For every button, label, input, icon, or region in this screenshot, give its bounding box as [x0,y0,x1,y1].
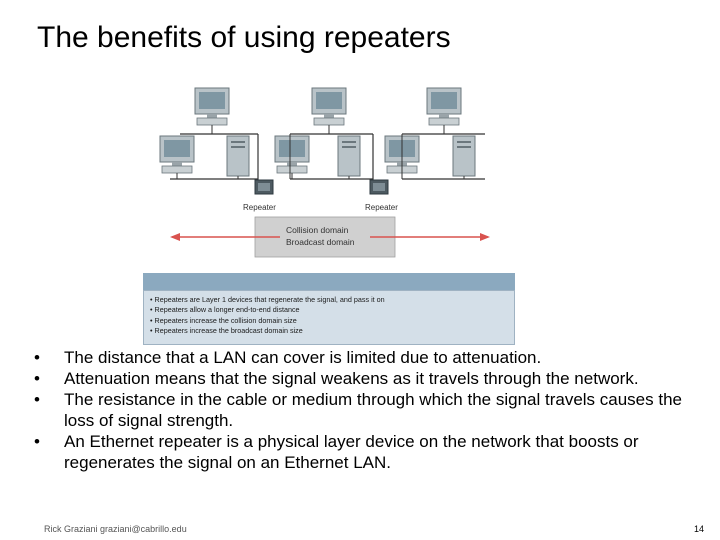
repeater-network-diagram: Repeater Repeater Collision domain Broad… [140,82,520,347]
bullet-item: • The distance that a LAN can cover is l… [30,347,700,368]
upper-pcs [180,87,485,135]
repeater-icon [254,179,274,195]
summary-line: • Repeaters allow a longer end-to-end di… [150,305,300,315]
bullet-text: The distance that a LAN can cover is lim… [64,348,542,367]
pc-icon [159,135,195,174]
bullet-dot-icon: • [34,348,40,367]
bullet-text: An Ethernet repeater is a physical layer… [64,432,639,472]
repeater-label: Repeater [365,203,398,212]
slide-title: The benefits of using repeaters [37,21,451,54]
footer-author: Rick Graziani graziani@cabrillo.edu [44,524,187,534]
repeater-icon [369,179,389,195]
broadcast-domain-label: Broadcast domain [286,237,355,247]
bullet-item: • Attenuation means that the signal weak… [30,368,700,389]
bullet-dot-icon: • [34,432,40,451]
lower-pcs [159,134,485,186]
bullet-item: • The resistance in the cable or medium … [30,389,700,431]
arrow-left-head [170,233,180,241]
repeater-summary-box: • Repeaters are Layer 1 devices that reg… [143,290,515,345]
network-diagram-svg: Repeater Repeater Collision domain Broad… [159,87,490,258]
summary-line: • Repeaters increase the collision domai… [150,315,297,325]
pc-icon [311,87,347,126]
bullet-dot-icon: • [34,369,40,388]
server-icon [452,135,476,177]
bullet-list: • The distance that a LAN can cover is l… [30,347,700,473]
page-number: 14 [693,524,704,534]
bullet-text: Attenuation means that the signal weaken… [64,369,639,388]
collision-domain-label: Collision domain [286,225,349,235]
summary-line: • Repeaters are Layer 1 devices that reg… [150,295,385,304]
bullet-text: The resistance in the cable or medium th… [64,390,682,430]
bullet-item: • An Ethernet repeater is a physical lay… [30,431,700,473]
server-icon [226,135,250,177]
arrow-right-head [480,233,490,241]
summary-line: • Repeaters increase the broadcast domai… [150,325,303,335]
pc-icon [194,87,230,126]
server-icon [337,135,361,177]
pc-icon [426,87,462,126]
caption-band [143,273,515,290]
repeater-label: Repeater [243,203,276,212]
pc-icon [274,135,310,174]
bullet-dot-icon: • [34,390,40,409]
